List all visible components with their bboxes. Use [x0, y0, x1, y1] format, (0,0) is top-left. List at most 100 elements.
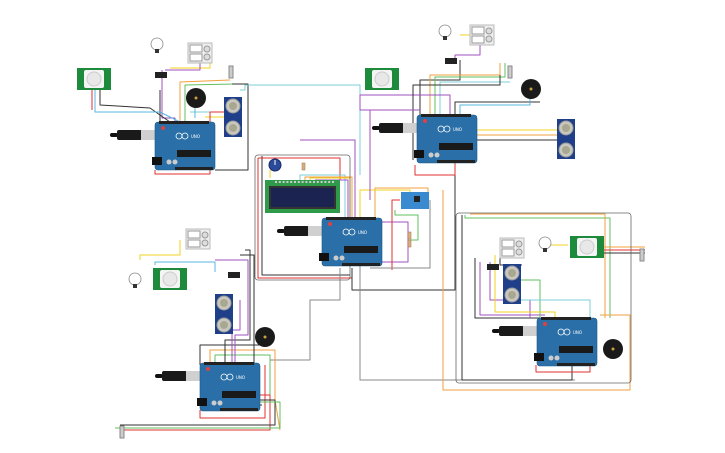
wire[interactable] — [120, 399, 276, 426]
wire[interactable] — [257, 158, 352, 279]
resistor-3[interactable] — [407, 239, 412, 248]
wire[interactable] — [351, 165, 456, 291]
light-bulb-1[interactable] — [150, 37, 167, 78]
wire[interactable] — [391, 199, 400, 270]
light-bulb-4[interactable] — [487, 236, 552, 270]
esp8266-wifi-module[interactable] — [401, 192, 429, 209]
wire[interactable] — [470, 213, 606, 318]
ultrasonic-sensor-2[interactable] — [557, 119, 575, 159]
wire[interactable] — [505, 299, 591, 318]
wire[interactable] — [464, 215, 611, 318]
wire[interactable] — [261, 156, 350, 276]
wire[interactable] — [394, 210, 419, 241]
wire[interactable] — [240, 84, 361, 175]
wire[interactable] — [385, 94, 451, 115]
wire[interactable] — [494, 255, 556, 318]
wire[interactable] — [520, 279, 541, 318]
wires-layer — [91, 34, 645, 431]
light-bulb-icon — [538, 236, 552, 250]
wire[interactable] — [154, 261, 216, 272]
wire[interactable] — [370, 200, 431, 269]
wire[interactable] — [434, 63, 506, 115]
arduino-uno-5[interactable]: UNO — [492, 317, 598, 367]
board-label: UNO — [453, 127, 462, 132]
usb-cable-icon — [284, 226, 309, 236]
pir-sensor-1[interactable] — [77, 68, 111, 90]
wire[interactable] — [214, 354, 271, 425]
pir-sensor-4[interactable] — [570, 236, 604, 258]
power-plug-3[interactable] — [119, 425, 125, 439]
ultrasonic-sensor-3[interactable] — [215, 294, 233, 334]
wire[interactable] — [120, 394, 271, 431]
arduino-uno-2[interactable]: UNO — [372, 114, 478, 164]
power-plug-1[interactable] — [228, 65, 234, 79]
wire[interactable] — [454, 101, 540, 115]
pir-sensor-2[interactable] — [365, 68, 399, 90]
wire[interactable] — [184, 83, 236, 122]
light-bulb-2[interactable] — [438, 24, 457, 64]
piezo-buzzer-4[interactable] — [603, 339, 623, 359]
board-label: UNO — [573, 330, 582, 335]
wire[interactable] — [412, 75, 501, 160]
resistor-2[interactable] — [407, 231, 412, 240]
board-label: UNO — [358, 230, 367, 235]
light-bulb-icon — [438, 24, 452, 38]
wire[interactable] — [139, 240, 181, 260]
arduino-uno-1[interactable]: UNO — [110, 121, 216, 171]
usb-cable-icon — [499, 326, 524, 336]
wire[interactable] — [439, 81, 510, 115]
wire[interactable] — [499, 258, 522, 266]
piezo-buzzer-1[interactable] — [186, 88, 206, 108]
light-bulb-icon — [128, 272, 142, 286]
wire[interactable] — [300, 139, 356, 218]
arduino-uno-3[interactable]: UNO — [277, 217, 383, 267]
components-layer: UNO UNO UNO UNO UNO — [77, 24, 645, 439]
wire[interactable] — [231, 300, 241, 365]
wire[interactable] — [209, 349, 281, 431]
light-bulb-3[interactable] — [128, 272, 240, 288]
piezo-buzzer-3[interactable] — [255, 327, 275, 347]
power-plug-2[interactable] — [507, 65, 513, 79]
lcd-16x2-display[interactable] — [265, 180, 340, 213]
wire[interactable] — [359, 94, 388, 200]
usb-cable-icon — [162, 371, 187, 381]
breadboard-outline-2 — [455, 212, 632, 384]
wire[interactable] — [442, 190, 631, 391]
board-label: UNO — [191, 134, 200, 139]
wire[interactable] — [419, 60, 461, 115]
relay-module-4[interactable] — [499, 237, 525, 259]
piezo-buzzer-2[interactable] — [521, 79, 541, 99]
pir-sensor-3[interactable] — [153, 268, 187, 290]
wire[interactable] — [179, 79, 231, 122]
potentiometer[interactable] — [268, 158, 282, 172]
wire[interactable] — [199, 344, 265, 365]
light-bulb-icon — [150, 37, 164, 51]
board-label: UNO — [236, 375, 245, 380]
wire[interactable] — [215, 259, 249, 365]
arduino-uno-4[interactable]: UNO — [155, 362, 261, 412]
wire[interactable] — [454, 45, 481, 60]
relay-module-3[interactable] — [185, 228, 211, 250]
relay-module-1[interactable] — [187, 42, 213, 64]
wire[interactable] — [94, 90, 181, 123]
wire[interactable] — [479, 262, 545, 316]
relay-module-2[interactable] — [469, 24, 495, 46]
power-plug-4[interactable] — [639, 248, 645, 262]
wire[interactable] — [299, 174, 346, 218]
ultrasonic-sensor-1[interactable] — [224, 97, 242, 137]
wire[interactable] — [258, 157, 341, 180]
usb-cable-icon — [117, 130, 142, 140]
wire[interactable] — [115, 401, 281, 429]
wire[interactable] — [474, 258, 540, 319]
resistor-1[interactable] — [301, 162, 306, 171]
wire[interactable] — [99, 90, 171, 123]
wire[interactable] — [215, 83, 249, 171]
wire[interactable] — [224, 249, 251, 365]
wire[interactable] — [270, 268, 341, 361]
wire[interactable] — [459, 95, 531, 115]
ultrasonic-sensor-4[interactable] — [503, 264, 521, 304]
wire[interactable] — [199, 365, 266, 419]
wire[interactable] — [304, 176, 353, 218]
